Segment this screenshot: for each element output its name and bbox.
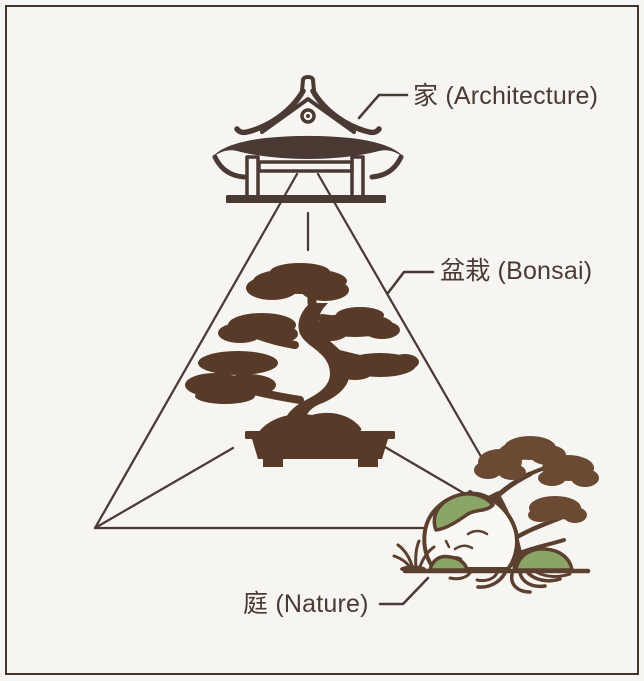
bonsai-leader-line: [386, 270, 435, 295]
nature-foliage: [474, 436, 599, 523]
bonsai-label: 盆栽 (Bonsai): [440, 257, 593, 285]
architecture-label: 家 (Architecture): [413, 82, 599, 110]
green-mound-right: [514, 547, 574, 572]
green-mound-left: [428, 554, 469, 572]
bonsai-foliage: [185, 263, 419, 404]
pagoda-icon: [212, 75, 404, 203]
nature-leader-line: [378, 576, 430, 606]
connection-lines: [93, 172, 485, 530]
moss-patch: [432, 492, 495, 532]
label-leader-lines: [357, 93, 435, 606]
roots: [448, 570, 572, 594]
nature-label: 庭 (Nature): [243, 590, 369, 618]
nature-tree-rock-icon: [392, 436, 599, 594]
bonsai-pot: [245, 431, 395, 467]
bonsai-tree-icon: [185, 263, 419, 467]
architecture-leader-line: [357, 93, 409, 120]
